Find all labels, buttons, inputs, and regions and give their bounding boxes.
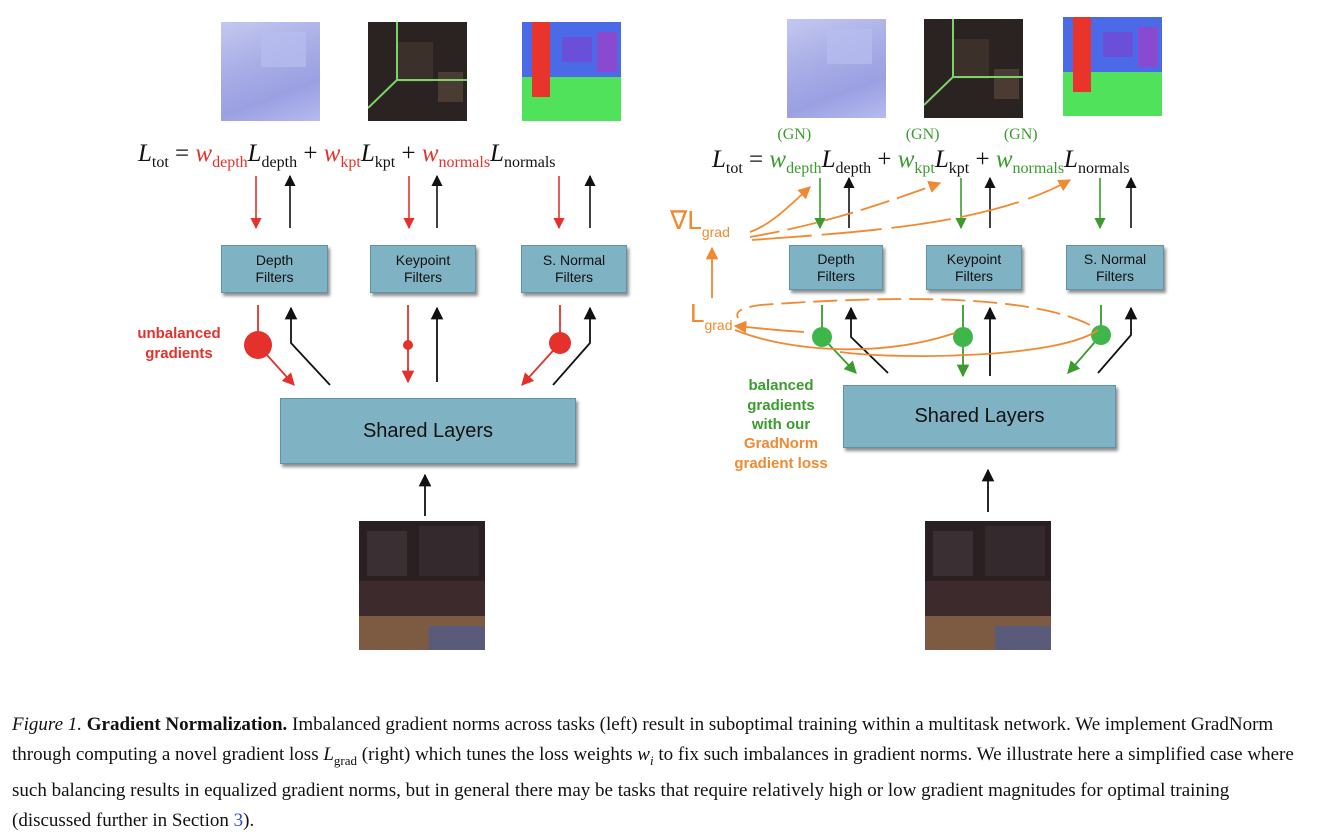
unbalanced-gradients-label: unbalanced gradients xyxy=(137,325,221,362)
surface-normal-thumbnail-left xyxy=(522,22,621,121)
right-keypoint-filters-box: Keypoint Filters xyxy=(926,245,1022,290)
nabla-grad-loss-label: ∇Lgrad xyxy=(670,205,730,240)
surface-normal-thumbnail-right xyxy=(1063,17,1162,116)
left-depth-filters-box: Depth Filters xyxy=(221,245,328,293)
gradnorm-loss-label: GradNorm gradient loss xyxy=(734,435,828,472)
unbalanced-gradient-dot-medium xyxy=(549,332,571,354)
filter-label-line2: Filters xyxy=(816,267,856,284)
right-shared-layers-box: Shared Layers xyxy=(843,385,1116,448)
input-image-thumbnail-right xyxy=(925,521,1051,650)
balanced-gradient-dot-1 xyxy=(812,327,832,347)
depth-map-thumbnail-left xyxy=(221,22,320,121)
left-loss-equation: Ltot = wdepthLdepth + wkptLkpt + wnormal… xyxy=(138,140,556,171)
input-image-thumbnail-left xyxy=(359,521,485,650)
caption-title: Gradient Normalization. xyxy=(86,714,288,735)
right-loss-filter-arrows xyxy=(814,176,1137,230)
filter-label-line1: S. Normal xyxy=(542,252,606,268)
left-shared-layers-box: Shared Layers xyxy=(280,398,576,464)
filter-label-line1: S. Normal xyxy=(1083,250,1147,267)
unbalanced-gradient-dot-large xyxy=(244,331,272,359)
grad-loss-label: Lgrad xyxy=(690,298,733,333)
unbalanced-gradient-dot-small xyxy=(403,340,413,350)
keypoint-thumbnail-right xyxy=(924,19,1023,118)
right-filter-shared-arrows xyxy=(821,305,1138,378)
shared-layers-label: Shared Layers xyxy=(362,419,494,442)
balanced-gradient-dot-3 xyxy=(1091,325,1111,345)
filter-label-line2: Filters xyxy=(954,267,994,284)
right-loss-equation: Ltot = (GN)wdepthLdepth + (GN)wkptLkpt +… xyxy=(712,126,1130,177)
gradnorm-feedback-arrows xyxy=(705,179,1099,357)
figure-caption: Figure 1. Gradient Normalization. Imbala… xyxy=(12,714,1294,831)
keypoint-thumbnail-left xyxy=(368,22,467,121)
filter-label-line1: Keypoint xyxy=(946,250,1002,267)
diagram-connectors xyxy=(244,174,1138,516)
right-normal-filters-box: S. Normal Filters xyxy=(1066,245,1164,290)
filter-label-line1: Depth xyxy=(817,250,855,267)
filter-label-line1: Depth xyxy=(255,252,294,268)
filter-label-line2: Filters xyxy=(255,269,294,285)
section-link[interactable]: 3 xyxy=(233,809,244,831)
left-loss-filter-arrows xyxy=(250,174,596,230)
shared-layers-label: Shared Layers xyxy=(914,405,1045,427)
balanced-gradient-dot-2 xyxy=(953,327,973,347)
filter-label-line1: Keypoint xyxy=(395,252,451,268)
figure-label: Figure 1. xyxy=(12,714,83,735)
left-keypoint-filters-box: Keypoint Filters xyxy=(370,245,476,293)
left-filter-shared-arrows xyxy=(257,305,597,386)
filter-label-line2: Filters xyxy=(1095,267,1135,284)
balanced-gradients-label: balanced gradients with our xyxy=(747,377,815,433)
filter-label-line2: Filters xyxy=(554,269,594,285)
right-depth-filters-box: Depth Filters xyxy=(789,245,883,290)
left-normal-filters-box: S. Normal Filters xyxy=(521,245,627,293)
filter-label-line2: Filters xyxy=(403,269,443,285)
depth-map-thumbnail-right xyxy=(787,19,886,118)
